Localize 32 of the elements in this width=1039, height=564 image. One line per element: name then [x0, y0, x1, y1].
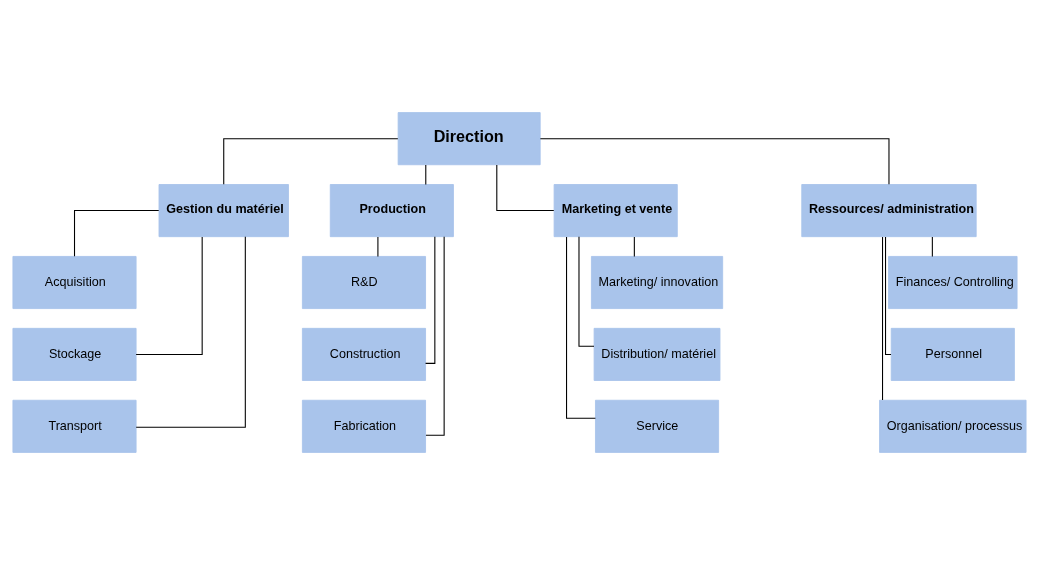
connector	[425, 235, 445, 436]
node-box: Marketing/ innovation	[590, 255, 724, 309]
node-box: Service	[595, 399, 720, 453]
node-box: Gestion du matériel	[158, 183, 289, 237]
node-box: R&D	[301, 255, 426, 309]
node-box: Finances/ Controlling	[888, 255, 1018, 309]
connector	[633, 235, 635, 257]
connector	[931, 235, 933, 257]
node-box: Fabrication	[301, 399, 426, 453]
connector	[882, 236, 884, 401]
node-box: Acquisition	[12, 255, 137, 309]
node-box: Personnel	[890, 327, 1015, 381]
connector	[73, 209, 160, 257]
node-box: Transport	[12, 399, 137, 453]
connector	[425, 164, 427, 185]
node-box: Direction	[397, 111, 541, 165]
connector	[135, 235, 203, 355]
connector	[135, 235, 246, 428]
node-box: Distribution/ matériel	[593, 327, 721, 381]
node-box: Marketing et vente	[553, 183, 678, 237]
connector	[496, 164, 555, 211]
connector	[223, 137, 399, 185]
connector	[885, 235, 892, 355]
node-box: Construction	[301, 327, 426, 381]
connector	[539, 137, 890, 185]
node-box: Stockage	[12, 327, 137, 381]
node-box: Production	[329, 183, 454, 237]
connector	[425, 235, 436, 364]
connector	[566, 235, 596, 419]
connector	[578, 235, 595, 347]
node-box: Organisation/ processus	[879, 399, 1027, 453]
node-box: Ressources/ administration	[801, 183, 977, 237]
